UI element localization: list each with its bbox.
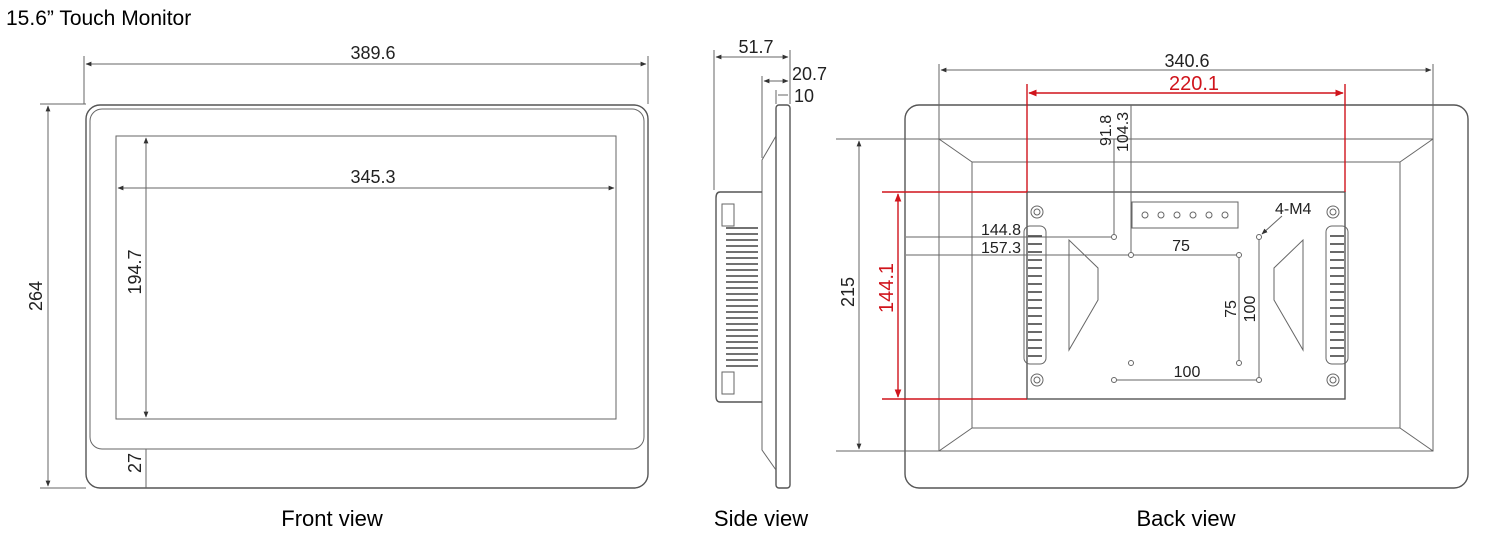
front-outer-frame xyxy=(85,104,649,489)
front-screen-width: 345.3 xyxy=(350,167,395,187)
side-view: 51.7 20.7 10 Side view xyxy=(713,37,827,531)
side-depth-total: 51.7 xyxy=(738,37,773,57)
side-view-caption: Side view xyxy=(714,506,808,531)
back-vesa-100-h: 100 xyxy=(1174,364,1201,381)
back-offset-1: 144.8 xyxy=(981,222,1021,239)
side-depth-panel: 10 xyxy=(794,86,814,106)
back-vent-grills xyxy=(1028,235,1344,357)
back-mount-width: 220.1 xyxy=(1169,73,1219,95)
front-bezel xyxy=(89,108,645,450)
back-button-strip xyxy=(1131,201,1239,229)
front-bottom-bezel: 27 xyxy=(125,453,145,473)
front-overall-height: 264 xyxy=(26,281,46,311)
back-screw-label: 4-M4 xyxy=(1275,201,1312,218)
front-overall-width: 389.6 xyxy=(350,43,395,63)
back-handle-left xyxy=(1068,238,1099,352)
back-offset-3: 91.8 xyxy=(1098,115,1115,146)
back-offset-4: 104.3 xyxy=(1115,112,1132,152)
front-view-caption: Front view xyxy=(281,506,383,531)
side-depth-body: 20.7 xyxy=(792,64,827,84)
front-view: 389.6 345.3 264 194.7 27 Front view xyxy=(26,43,649,531)
page-title: 15.6” Touch Monitor xyxy=(6,7,191,30)
back-view-caption: Back view xyxy=(1136,506,1235,531)
back-height: 215 xyxy=(838,277,858,307)
back-mount-plate xyxy=(1026,191,1346,400)
side-vent-grill xyxy=(726,227,758,367)
side-panel xyxy=(775,104,791,489)
back-offset-2: 157.3 xyxy=(981,240,1021,257)
side-wedge xyxy=(761,135,777,471)
back-vesa-75-h: 75 xyxy=(1172,238,1190,255)
side-stand xyxy=(715,191,762,403)
front-screen-height: 194.7 xyxy=(125,249,145,294)
back-view: 340.6 220.1 215 144.1 144.8 157.3 91.8 1… xyxy=(836,51,1469,531)
front-screen xyxy=(115,135,617,420)
back-handle-right xyxy=(1273,238,1304,352)
back-inner-frame xyxy=(938,138,1434,452)
back-width: 340.6 xyxy=(1164,51,1209,71)
back-mount-height: 144.1 xyxy=(876,263,898,313)
back-vesa-75-v: 75 xyxy=(1223,300,1240,318)
back-recess xyxy=(971,161,1401,429)
back-outer-frame xyxy=(904,104,1469,489)
back-vesa-100-v: 100 xyxy=(1242,296,1259,323)
